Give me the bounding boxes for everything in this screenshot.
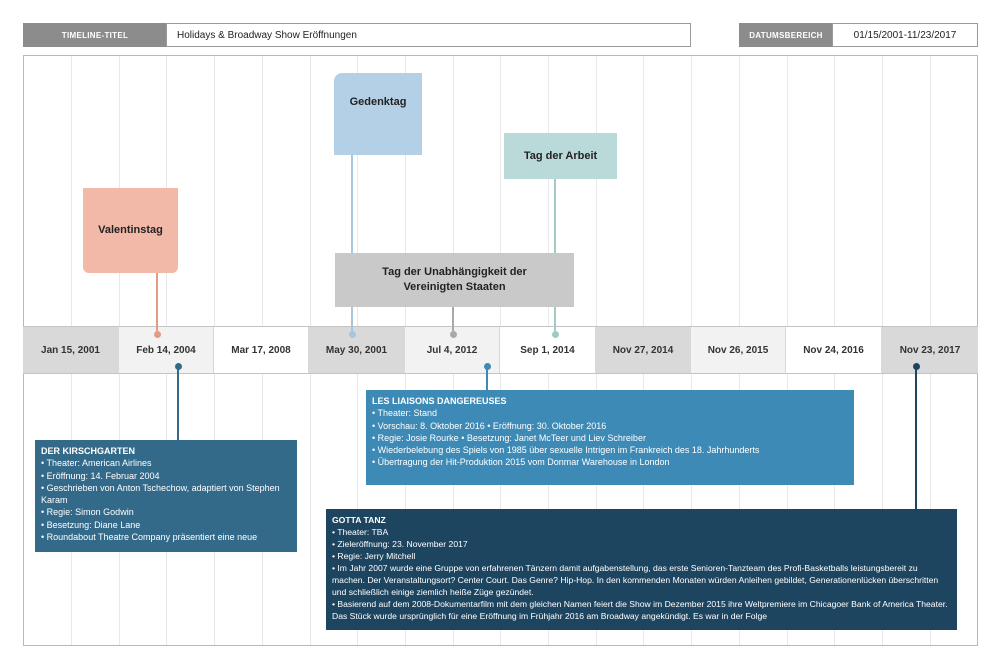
tag-der-arbeit-card[interactable]: Tag der Arbeit xyxy=(504,133,617,179)
kirschgarten-marker xyxy=(175,363,182,370)
liaisons-line: • Übertragung der Hit-Produktion 2015 vo… xyxy=(372,457,670,468)
liaisons-title: LES LIAISONS DANGEREUSES xyxy=(372,396,507,406)
valentinstag-marker xyxy=(154,331,161,338)
axis-date-cell: Feb 14, 2004 xyxy=(119,327,214,373)
gotta-tanz-box[interactable]: GOTTA TANZ • Theater: TBA • Zieleröffnun… xyxy=(326,509,957,630)
tag-der-arbeit-label: Tag der Arbeit xyxy=(523,149,598,162)
gedenktag-label: Gedenktag xyxy=(349,95,407,108)
gotta-tanz-title: GOTTA TANZ xyxy=(332,515,386,525)
gedenktag-stem xyxy=(351,155,353,331)
gedenktag-card[interactable]: Gedenktag xyxy=(334,73,422,155)
valentinstag-card[interactable]: Valentinstag xyxy=(83,188,178,273)
axis-bottom-border xyxy=(23,373,978,374)
axis-date-cell: May 30, 2001 xyxy=(309,327,405,373)
kirschgarten-line: • Eröffnung: 14. Februar 2004 xyxy=(41,470,160,481)
valentinstag-label: Valentinstag xyxy=(98,224,163,237)
gotta-tanz-line: • Regie: Jerry Mitchell xyxy=(332,551,416,561)
axis-date-cell: Nov 24, 2016 xyxy=(786,327,882,373)
liaisons-line: • Regie: Josie Rourke • Besetzung: Janet… xyxy=(372,432,646,443)
axis-date-cell: Nov 27, 2014 xyxy=(596,327,691,373)
kirschgarten-line: • Theater: American Airlines xyxy=(41,458,152,469)
liaisons-stem xyxy=(486,367,488,390)
unabhaengigkeit-stem xyxy=(452,307,454,331)
gedenktag-marker xyxy=(349,331,356,338)
liaisons-line: • Theater: Stand xyxy=(372,408,438,419)
unabhaengigkeit-marker xyxy=(450,331,457,338)
gotta-tanz-line: • Im Jahr 2007 wurde eine Gruppe von erf… xyxy=(332,563,939,597)
kirschgarten-box[interactable]: DER KIRSCHGARTEN • Theater: American Air… xyxy=(35,440,297,552)
axis-top-border xyxy=(23,326,978,327)
axis-date-cell: Sep 1, 2014 xyxy=(500,327,596,373)
liaisons-line: • Wiederbelebung des Spiels von 1985 übe… xyxy=(372,445,760,456)
tag-der-arbeit-marker xyxy=(552,331,559,338)
liaisons-box[interactable]: LES LIAISONS DANGEREUSES • Theater: Stan… xyxy=(366,390,854,485)
kirschgarten-line: • Besetzung: Diane Lane xyxy=(41,519,141,530)
axis-date-cell: Nov 23, 2017 xyxy=(882,327,978,373)
kirschgarten-stem xyxy=(177,367,179,440)
gotta-tanz-marker xyxy=(913,363,920,370)
axis-date-cell: Jan 15, 2001 xyxy=(23,327,119,373)
unabhaengigkeit-card[interactable]: Tag der Unabhängigkeit der Vereinigten S… xyxy=(335,253,574,307)
date-range-field[interactable]: 01/15/2001-11/23/2017 xyxy=(832,23,978,47)
date-range-label: DATUMSBEREICH xyxy=(739,23,833,47)
gotta-tanz-line: • Theater: TBA xyxy=(332,527,389,537)
liaisons-line: • Vorschau: 8. Oktober 2016 • Eröffnung:… xyxy=(372,420,607,431)
valentinstag-stem xyxy=(156,273,158,331)
gotta-tanz-line: • Basierend auf dem 2008-Dokumentarfilm … xyxy=(332,599,948,621)
timeline-title-label: TIMELINE-TITEL xyxy=(23,23,167,47)
liaisons-marker xyxy=(484,363,491,370)
gotta-tanz-stem xyxy=(915,367,917,510)
kirschgarten-line: • Roundabout Theatre Company präsentiert… xyxy=(41,532,258,543)
kirschgarten-line: • Regie: Simon Godwin xyxy=(41,507,134,518)
unabhaengigkeit-label: Tag der Unabhängigkeit der Vereinigten S… xyxy=(382,266,527,293)
axis-date-cell: Mar 17, 2008 xyxy=(214,327,309,373)
gotta-tanz-line: • Zieleröffnung: 23. November 2017 xyxy=(332,539,468,549)
timeline-title-field[interactable]: Holidays & Broadway Show Eröffnungen xyxy=(166,23,691,47)
kirschgarten-line: • Geschrieben von Anton Tschechow, adapt… xyxy=(41,482,280,506)
kirschgarten-title: DER KIRSCHGARTEN xyxy=(41,446,136,456)
axis-date-cell: Nov 26, 2015 xyxy=(691,327,786,373)
